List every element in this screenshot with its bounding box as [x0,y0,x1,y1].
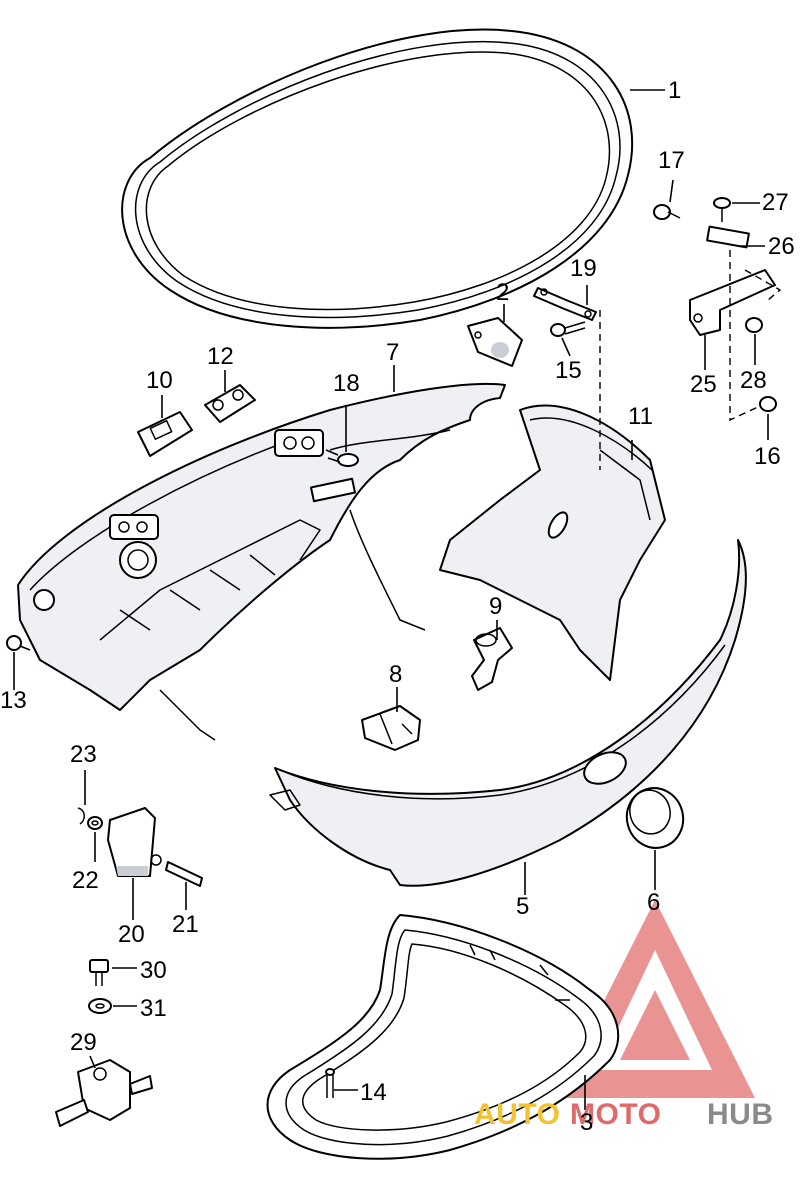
part-1-seal-ring [121,28,634,329]
part-6-grommet [625,787,685,849]
callout-8: 8 [389,661,402,688]
callout-15: 15 [555,357,582,384]
guide-lines [599,250,782,470]
part-16-bolt [759,396,777,412]
watermark-text-moto: MOTO [570,1098,661,1131]
callout-20: 20 [118,921,145,948]
callout-5: 5 [516,893,529,920]
callout-7: 7 [386,339,399,366]
part-30-bolt [89,959,109,986]
part-28-bolt [745,317,763,333]
part-13-bolt [6,635,31,651]
part-11-bottom-cowling-starboard [439,404,666,681]
callout-25: 25 [690,371,717,398]
part-18-screw [325,449,359,467]
callout-17: 17 [658,147,685,174]
part-10-clip [137,411,193,457]
part-25-hinge-bracket [689,225,776,336]
part-23-clip [77,807,85,825]
part-20-handle [107,807,162,877]
callout-labels: 1 2 3 5 6 7 8 9 10 11 12 13 14 15 16 17 … [0,77,795,1136]
part-2-plate [467,317,523,367]
callout-14: 14 [360,1079,387,1106]
callout-11: 11 [628,403,653,430]
part-9-lever [471,627,513,691]
callout-18: 18 [333,370,360,397]
part-7-bottom-cowling-port [17,382,506,741]
part-5-bottom-cowling [269,539,747,887]
part-17-bolt [653,204,681,220]
callout-23: 23 [70,741,97,768]
part-8-latch [361,705,421,751]
callout-28: 28 [740,367,767,394]
part-14-pin [325,1068,335,1098]
callout-3: 3 [580,1109,593,1136]
part-27-bolt [713,197,731,222]
callout-1: 1 [668,77,681,104]
callout-22: 22 [72,867,99,894]
leader-lines [13,89,769,1110]
part-31-washer [88,998,112,1014]
part-15-bolt [550,321,586,337]
callout-2: 2 [496,279,509,306]
callout-29: 29 [70,1029,97,1056]
watermark-text-hub: HUB [707,1098,774,1131]
part-21-pin [165,861,203,887]
callout-19: 19 [570,255,597,282]
part-29-fitting [55,1059,153,1127]
callout-16: 16 [754,443,781,470]
part-12-bracket [204,384,256,423]
callout-30: 30 [140,957,167,984]
callout-31: 31 [140,995,167,1022]
callout-26: 26 [768,233,795,260]
callout-9: 9 [489,593,502,620]
watermark-text-auto: AUTO [474,1098,560,1131]
callout-21: 21 [172,911,199,938]
callout-13: 13 [0,687,27,714]
callout-10: 10 [146,367,173,394]
callout-12: 12 [207,343,234,370]
part-3-bottom-seal [266,914,620,1160]
part-19-link-rod [533,287,597,321]
callout-6: 6 [647,889,660,916]
part-22-washer [87,816,103,830]
callout-27: 27 [762,189,789,216]
